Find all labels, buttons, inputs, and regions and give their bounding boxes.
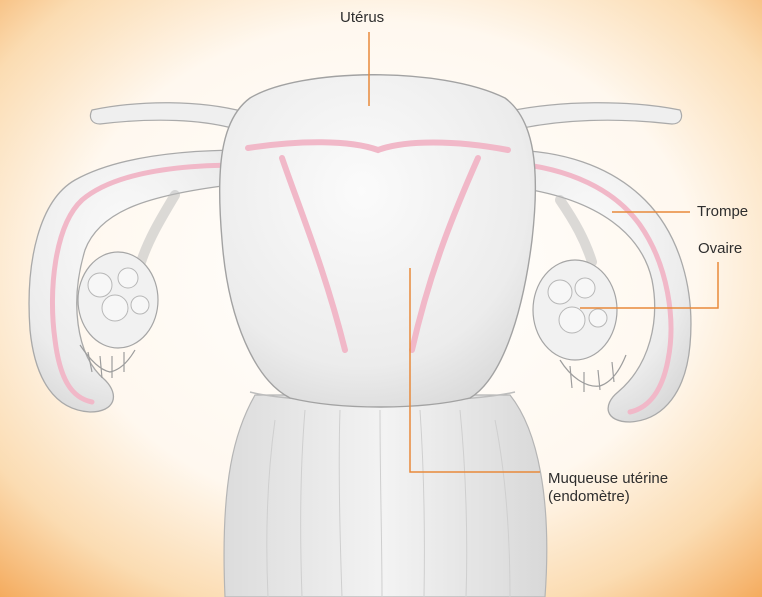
cervix (224, 392, 547, 597)
label-tube: Trompe (697, 203, 748, 221)
uterus-body (220, 75, 536, 407)
label-uterus: Utérus (340, 9, 384, 27)
label-mucosa-line2: (endomètre) (548, 488, 668, 506)
label-mucosa: Muqueuse utérine (endomètre) (548, 470, 668, 506)
label-ovary: Ovaire (698, 240, 742, 258)
label-mucosa-line1: Muqueuse utérine (548, 470, 668, 488)
